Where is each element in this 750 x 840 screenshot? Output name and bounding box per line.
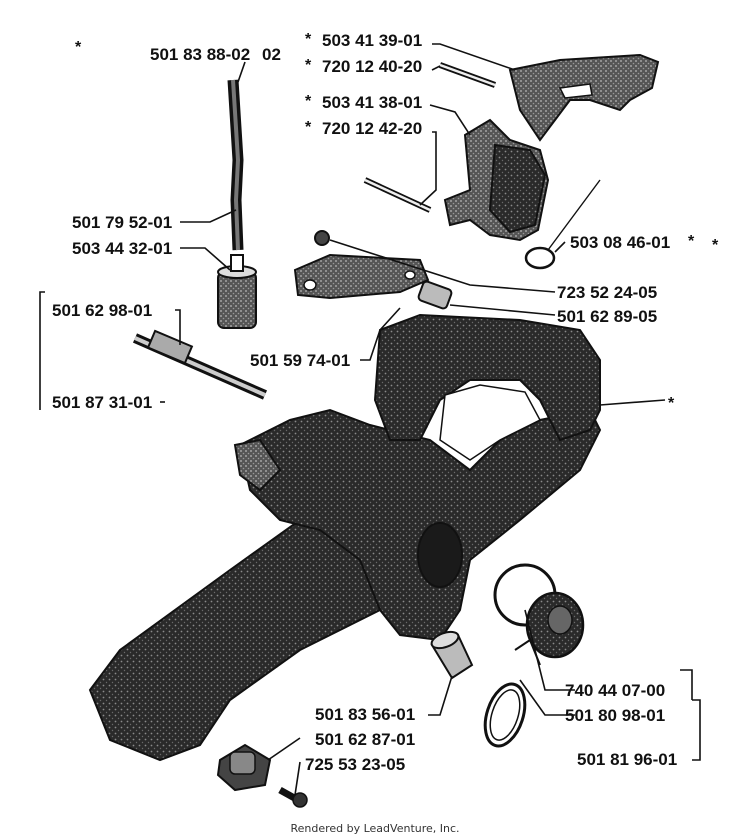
part-labels: * 501 83 88-02 02 * 503 41 39-01 * 720 1… [52, 31, 719, 774]
label-720-12-40-20: 720 12 40-20 [322, 57, 422, 76]
label-501-62-89-05: 501 62 89-05 [557, 307, 657, 326]
asterisk-mark: * [305, 31, 312, 48]
label-501-87-31-01: 501 87 31-01 [52, 393, 152, 412]
valve-assembly [216, 743, 308, 808]
label-501-59-74-01: 501 59 74-01 [250, 351, 350, 370]
oil-hose [227, 79, 244, 251]
chain-brake-handle [438, 53, 660, 142]
asterisk-mark: * [668, 395, 675, 412]
asterisk-mark: * [688, 233, 695, 250]
oil-filter [217, 254, 257, 329]
label-723-52-24-05: 723 52 24-05 [557, 283, 657, 302]
label-501-62-87-01: 501 62 87-01 [315, 730, 415, 749]
o-ring [483, 638, 541, 748]
label-501-81-96-01: 501 81 96-01 [577, 750, 677, 769]
label-503-41-39-01: 503 41 39-01 [322, 31, 422, 50]
leader-lines [39, 43, 701, 796]
footer-credit: Rendered by LeadVenture, Inc. [290, 822, 459, 835]
crankcase-housing [88, 313, 602, 762]
label-720-12-42-20: 720 12 42-20 [322, 119, 422, 138]
label-501-80-98-01: 501 80 98-01 [565, 706, 665, 725]
label-725-53-23-05: 725 53 23-05 [305, 755, 405, 774]
label-503-44-32-01: 503 44 32-01 [72, 239, 172, 258]
tank-cap [493, 563, 585, 659]
asterisk-mark: * [305, 57, 312, 74]
label-740-44-07-00: 740 44 07-00 [565, 681, 665, 700]
label-02-suffix: 02 [262, 45, 281, 64]
plug [430, 630, 474, 680]
bracket-plate [293, 230, 453, 310]
pump-shaft [132, 329, 268, 400]
asterisk-mark: * [305, 119, 312, 136]
asterisk-mark: * [305, 93, 312, 110]
spring [524, 179, 601, 270]
label-501-62-98-01: 501 62 98-01 [52, 301, 152, 320]
label-503-41-38-01: 503 41 38-01 [322, 93, 422, 112]
label-501-83-56-01: 501 83 56-01 [315, 705, 415, 724]
label-503-08-46-01: 503 08 46-01 [570, 233, 670, 252]
label-501-83-88-02: 501 83 88-02 [150, 45, 250, 64]
asterisk-mark: * [712, 237, 719, 254]
label-501-79-52-01: 501 79 52-01 [72, 213, 172, 232]
brake-lever [363, 118, 550, 242]
asterisk-mark: * [75, 39, 82, 56]
